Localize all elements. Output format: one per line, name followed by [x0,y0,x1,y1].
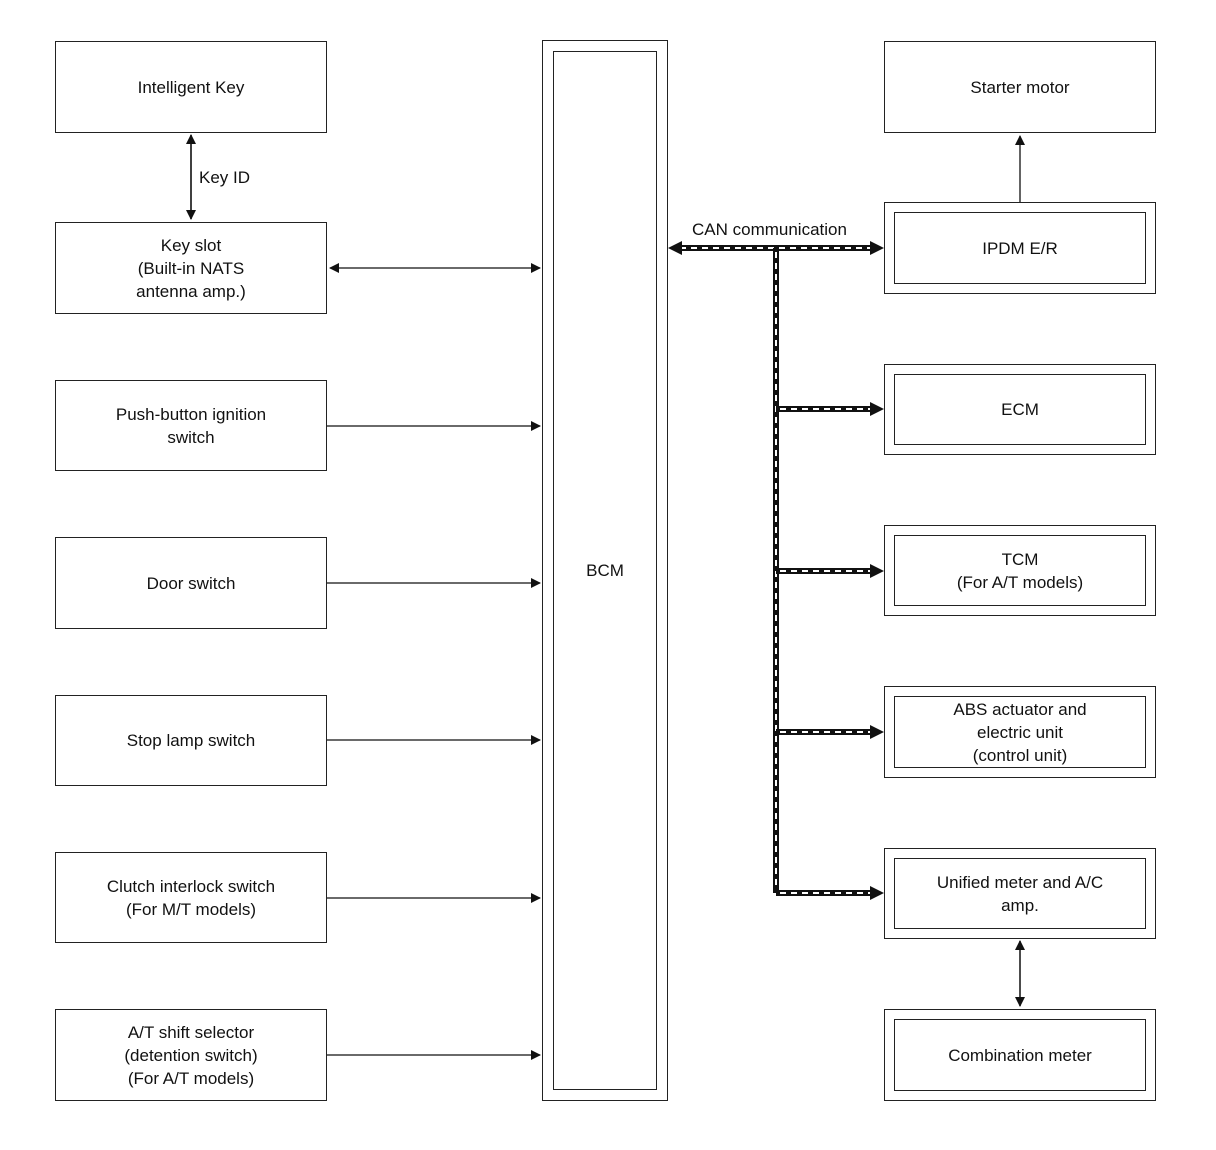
combination-meter-box: Combination meter [884,1009,1156,1101]
key-slot-label: Key slot (Built-in NATS antenna amp.) [136,235,246,301]
abs-actuator-label: ABS actuator and electric unit (control … [953,699,1087,765]
can-bus [668,241,884,900]
push-button-ignition-label: Push-button ignition switch [115,404,267,447]
clutch-interlock-switch-label: Clutch interlock switch (For M/T models) [106,876,276,919]
bcm-box: BCM [542,40,668,1101]
ecm-label: ECM [1001,400,1039,419]
ipdm-er-box: IPDM E/R [884,202,1156,294]
at-shift-selector-box: A/T shift selector (detention switch) (F… [55,1009,327,1101]
tcm-box: TCM (For A/T models) [884,525,1156,616]
door-switch-label: Door switch [146,573,236,593]
ipdm-er-label: IPDM E/R [982,238,1058,258]
can-communication-label: CAN communication [692,220,847,239]
door-switch-box: Door switch [55,537,327,629]
unified-meter-box: Unified meter and A/C amp. [884,848,1156,939]
push-button-ignition-box: Push-button ignition switch [55,380,327,471]
at-shift-selector-label: A/T shift selector (detention switch) (F… [124,1022,258,1088]
stop-lamp-switch-label: Stop lamp switch [126,731,256,750]
ecm-box: ECM [884,364,1156,455]
key-slot-box: Key slot (Built-in NATS antenna amp.) [55,222,327,314]
starter-motor-label: Starter motor [970,77,1070,97]
abs-actuator-box: ABS actuator and electric unit (control … [884,686,1156,778]
stop-lamp-switch-box: Stop lamp switch [55,695,327,786]
key-id-label: Key ID [199,168,251,187]
bcm-inner: BCM [553,51,657,1090]
starter-motor-box: Starter motor [884,41,1156,133]
combination-meter-label: Combination meter [948,1045,1092,1065]
intelligent-key-box: Intelligent Key [55,41,327,133]
tcm-label: TCM (For A/T models) [956,549,1084,592]
bcm-label: BCM [586,561,624,580]
clutch-interlock-switch-box: Clutch interlock switch (For M/T models) [55,852,327,943]
intelligent-key-label: Intelligent Key [137,77,245,97]
unified-meter-label: Unified meter and A/C amp. [936,872,1104,915]
